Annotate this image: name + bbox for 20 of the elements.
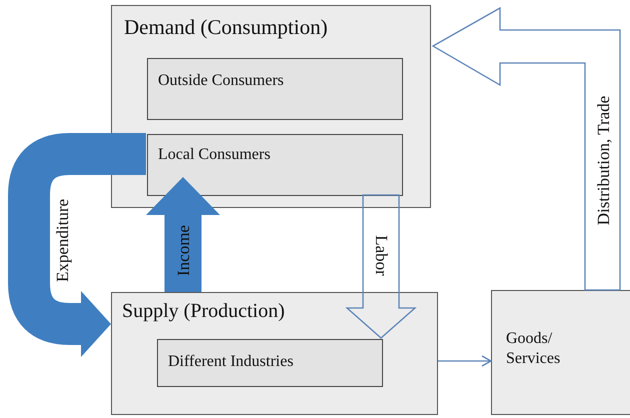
node-label: Local Consumers [158, 145, 270, 165]
edge-label: Expenditure [54, 198, 71, 282]
node-label: Outside Consumers [158, 71, 284, 91]
edge-label: Labor [372, 234, 390, 276]
group-box [111, 292, 438, 415]
node-label: Supply (Production) [122, 299, 285, 324]
process-box [147, 58, 403, 120]
process-box [147, 134, 403, 196]
arrow [438, 355, 492, 367]
edge-label: Income [174, 224, 192, 276]
hollow-block-arrow [432, 6, 621, 291]
edge-label: Distribution, Trade [594, 95, 612, 225]
block-arrow [146, 177, 220, 292]
node-label: Different Industries [168, 352, 294, 372]
hollow-block-arrow [345, 194, 417, 339]
process-box [157, 339, 383, 387]
node-label: Goods/ Services [506, 329, 562, 369]
group-box [491, 290, 630, 415]
node-label: Demand (Consumption) [124, 14, 328, 40]
group-box [111, 5, 431, 208]
